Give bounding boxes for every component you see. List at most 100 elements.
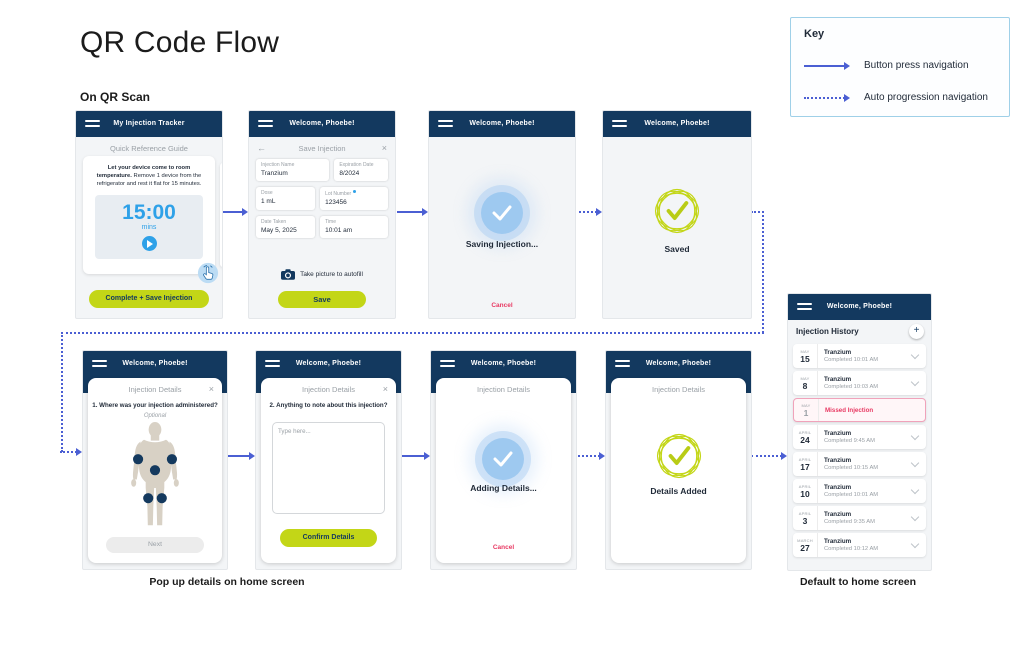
saved-badge [649, 183, 705, 244]
row-day: 15 [800, 353, 810, 364]
close-icon[interactable]: × [382, 384, 388, 394]
field-dose[interactable]: Dose 1 mL [256, 187, 316, 210]
arrow-q1-to-q2 [226, 451, 255, 461]
field-label: Lot Number [325, 190, 383, 197]
field-date-taken[interactable]: Date Taken May 5, 2025 [256, 216, 316, 238]
caption-default-home: Default to home screen [799, 576, 917, 588]
close-icon[interactable]: × [208, 384, 214, 394]
hamburger-menu-icon[interactable] [440, 360, 455, 370]
take-picture-autofill[interactable]: Take picture to autofill [249, 269, 395, 280]
modal-title: Injection Details [652, 385, 705, 394]
hamburger-menu-icon[interactable] [615, 360, 630, 370]
chevron-down-icon[interactable] [910, 350, 920, 359]
field-value: 123456 [325, 199, 347, 206]
app-header: My Injection Tracker [76, 111, 222, 137]
question-text: 1. Where was your injection administered… [92, 402, 218, 409]
app-header-title: Welcome, Phoebe! [470, 360, 537, 367]
chevron-down-icon[interactable] [910, 377, 920, 386]
row-month: MAY [800, 375, 810, 381]
injection-site-dots [133, 454, 177, 504]
chevron-down-icon[interactable] [910, 485, 920, 494]
row-day: 10 [800, 488, 810, 499]
instruction-bold: Let your device come to room temperature… [96, 165, 191, 180]
injection-details-modal: Injection Details × 1. Where was your in… [88, 378, 222, 563]
row-day: 17 [800, 461, 810, 472]
key-label-button-press: Button press navigation [864, 60, 969, 71]
field-label: Time [325, 219, 337, 225]
auto-path-segment [751, 211, 764, 213]
app-header: Welcome, Phoebe! [429, 111, 575, 137]
hamburger-menu-icon[interactable] [85, 120, 100, 130]
next-button[interactable]: Next [106, 537, 204, 553]
auto-path-segment [61, 332, 764, 334]
cancel-button[interactable]: Cancel [491, 302, 513, 309]
saving-spinner-check [481, 192, 523, 234]
add-injection-button[interactable]: + [909, 324, 924, 339]
row-name: Tranzium [824, 538, 852, 545]
autofill-label: Take picture to autofill [300, 271, 363, 278]
timer-value: 15:00 [122, 201, 176, 225]
note-input[interactable]: Type here... [272, 422, 385, 514]
chevron-down-icon[interactable] [910, 512, 920, 521]
field-label: Expiration Date [339, 162, 374, 168]
modal-title: Injection Details [477, 385, 530, 394]
row-status: Completed 10:01 AM [824, 492, 879, 498]
close-icon[interactable]: × [381, 143, 387, 153]
chevron-down-icon[interactable] [910, 458, 920, 467]
chevron-down-icon[interactable] [910, 539, 920, 548]
hamburger-menu-icon[interactable] [438, 120, 453, 130]
instruction-rest: Remove 1 device from the refrigerator an… [96, 173, 202, 188]
save-button[interactable]: Save [278, 291, 366, 308]
camera-icon [281, 269, 296, 280]
app-header-title: Welcome, Phoebe! [645, 360, 712, 367]
modal-title: Injection Details [302, 385, 355, 394]
field-expiration-date[interactable]: Expiration Date 8/2024 [334, 159, 388, 181]
hamburger-menu-icon[interactable] [258, 120, 273, 130]
field-lot-number[interactable]: Lot Number 123456 [320, 187, 388, 210]
play-button[interactable] [141, 236, 157, 252]
save-injection-title: Save Injection [298, 144, 346, 153]
hamburger-menu-icon[interactable] [612, 120, 627, 130]
complete-save-injection-button[interactable]: Complete + Save Injection [89, 290, 209, 308]
saving-status: Saving Injection... [465, 239, 539, 249]
row-status: Completed 10:01 AM [824, 357, 879, 363]
cancel-button[interactable]: Cancel [492, 544, 515, 551]
row-status: Completed 10:12 AM [824, 546, 879, 552]
field-time[interactable]: Time 10:01 am [320, 216, 388, 238]
row-name: Tranzium [824, 349, 852, 356]
back-icon[interactable]: ← [257, 143, 266, 153]
row-day: 1 [803, 407, 809, 418]
app-header-title: Welcome, Phoebe! [295, 360, 362, 367]
row-status: Completed 10:03 AM [824, 384, 879, 390]
confirm-details-button[interactable]: Confirm Details [280, 529, 377, 547]
arrow-saved-to-details [60, 447, 82, 457]
body-map[interactable] [112, 422, 198, 537]
row-name: Tranzium [824, 457, 852, 464]
checkmark-icon [666, 201, 689, 220]
row-name: Missed Injection [825, 406, 874, 414]
info-dot-icon [353, 190, 357, 193]
injection-details-modal: Injection Details Details Added [611, 378, 746, 563]
reference-card: Let your device come to room temperature… [83, 156, 215, 274]
field-injection-name[interactable]: Injection Name Tranzium [256, 159, 330, 181]
app-header-title: My Injection Tracker [113, 120, 185, 127]
arrow-tracker-to-save [221, 207, 248, 217]
hamburger-menu-icon[interactable] [92, 360, 107, 370]
hamburger-menu-icon[interactable] [265, 360, 280, 370]
section-label-on-qr-scan: On QR Scan [80, 90, 151, 104]
hamburger-menu-icon[interactable] [797, 303, 812, 313]
chevron-down-icon[interactable] [910, 431, 920, 440]
